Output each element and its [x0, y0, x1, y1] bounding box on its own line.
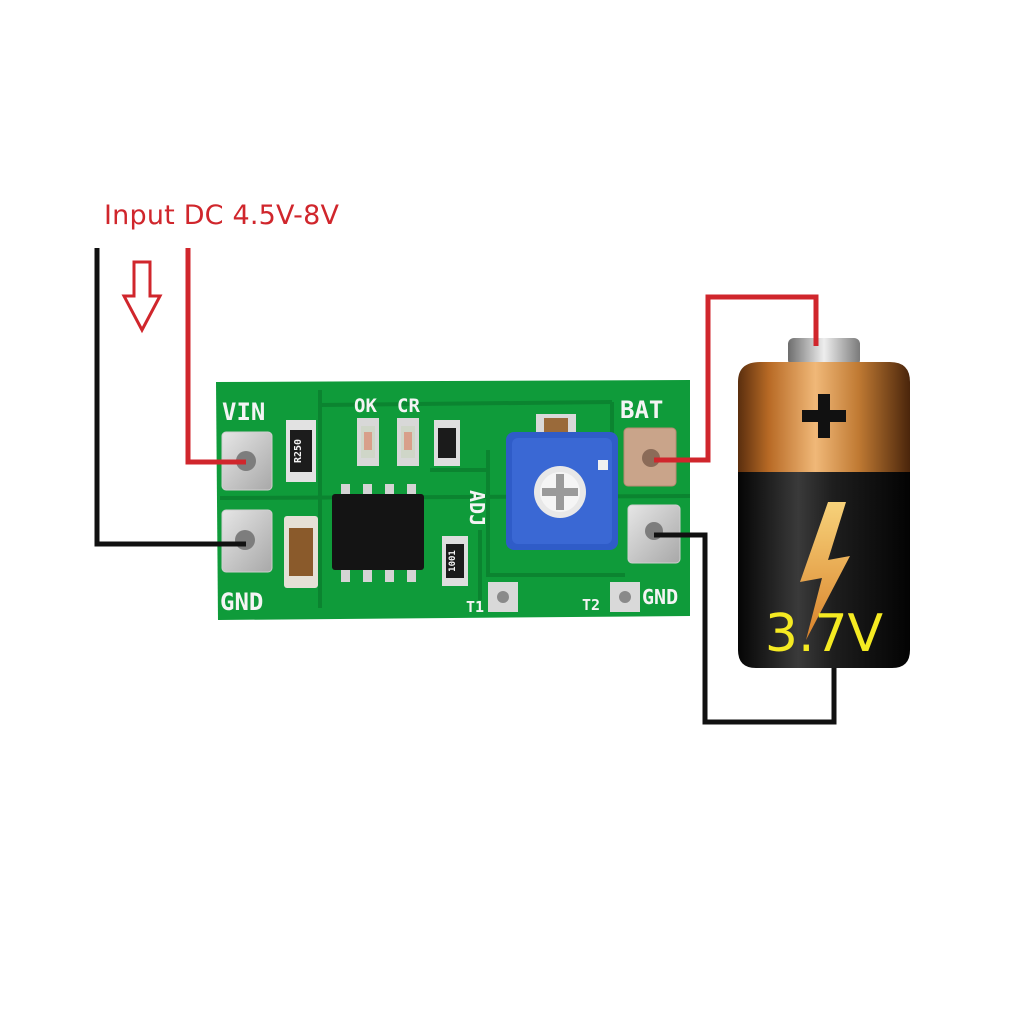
led-cr [397, 418, 419, 466]
test-point-t1 [488, 582, 518, 612]
test-point-t2 [610, 582, 640, 612]
input-voltage-label: Input DC 4.5V-8V [104, 200, 340, 231]
current-sense-resistor: R250 [286, 420, 316, 482]
input-negative-wire [94, 248, 246, 547]
pin-label-gnd-left: GND [220, 588, 263, 616]
pin-label-vin: VIN [222, 398, 265, 426]
resistor-small-code: 1001 [448, 550, 458, 572]
battery: 3.7V [738, 338, 910, 668]
test-label-t2: T2 [582, 596, 600, 614]
plus-icon [802, 394, 846, 438]
gnd-left-pad [221, 509, 273, 573]
battery-terminal [788, 338, 860, 366]
adj-label: ADJ [465, 490, 489, 526]
charger-ic [332, 484, 424, 582]
pin-label-bat: BAT [620, 396, 663, 424]
input-capacitor [284, 516, 318, 588]
battery-positive-wire [654, 294, 819, 463]
down-arrow-icon [121, 260, 163, 334]
led-label-cr: CR [397, 395, 420, 417]
input-positive-wire [185, 248, 246, 465]
test-label-t1: T1 [466, 598, 484, 616]
adjust-potentiometer[interactable] [506, 432, 618, 550]
lightning-bolt-icon [800, 502, 850, 640]
battery-negative-wire [654, 532, 837, 725]
led-label-ok: OK [354, 395, 377, 417]
led-ok [357, 418, 379, 466]
led-resistor [434, 420, 460, 466]
set-resistor: 1001 [442, 536, 468, 586]
bat-pad [623, 427, 677, 487]
pin-label-gnd-right: GND [642, 585, 678, 609]
resistor-code: R250 [293, 439, 304, 463]
battery-voltage-label: 3.7V [765, 604, 884, 664]
